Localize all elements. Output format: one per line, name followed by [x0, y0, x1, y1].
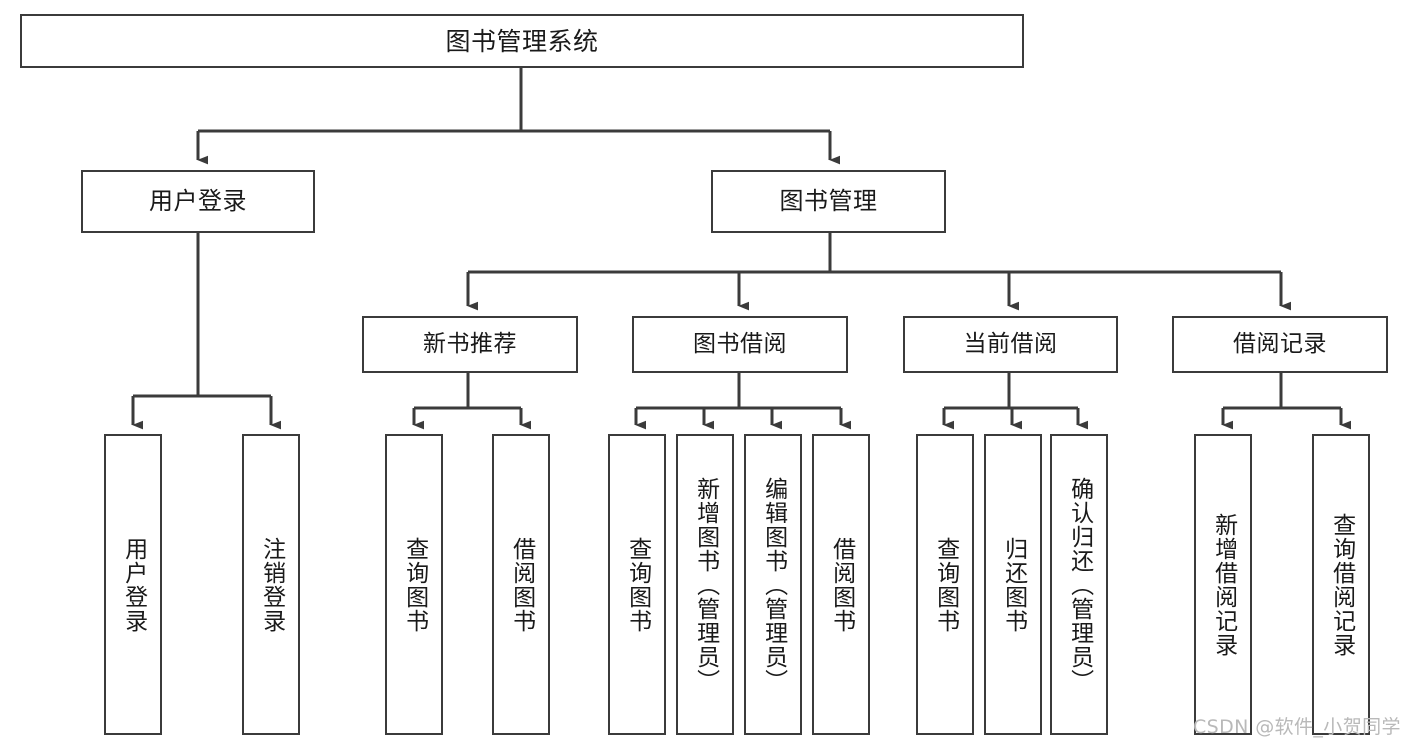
leaf-label-edit-book-admin: 编辑图书（管理员）: [760, 476, 787, 693]
leaf-label-return-book: 归还图书: [1000, 536, 1027, 633]
node-label-new-book-recommend: 新书推荐: [423, 331, 517, 358]
node-label-user-login: 用户登录: [149, 186, 247, 215]
node-label-root: 图书管理系统: [445, 26, 599, 56]
node-book-manage[interactable]: 图书管理: [711, 170, 946, 233]
leaf-label-borrow-book-rec: 借阅图书: [508, 536, 535, 633]
leaf-query-book-rec[interactable]: 查询图书: [385, 434, 443, 735]
node-label-current-borrow: 当前借阅: [963, 331, 1058, 358]
node-user-login[interactable]: 用户登录: [81, 170, 315, 233]
leaf-return-book[interactable]: 归还图书: [984, 434, 1042, 735]
leaf-label-confirm-return-admin: 确认归还（管理员）: [1066, 476, 1093, 693]
node-book-borrow[interactable]: 图书借阅: [632, 316, 848, 373]
leaf-user-login[interactable]: 用户登录: [104, 434, 162, 735]
node-new-book-recommend[interactable]: 新书推荐: [362, 316, 578, 373]
leaf-add-book-admin[interactable]: 新增图书（管理员）: [676, 434, 734, 735]
leaf-label-user-login: 用户登录: [120, 536, 147, 633]
node-label-book-manage: 图书管理: [779, 186, 878, 215]
node-root-system[interactable]: 图书管理系统: [20, 14, 1024, 68]
leaf-query-book-borrow[interactable]: 查询图书: [608, 434, 666, 735]
leaf-label-borrow-book: 借阅图书: [828, 536, 855, 633]
leaf-add-borrow-record[interactable]: 新增借阅记录: [1194, 434, 1252, 735]
leaf-borrow-book[interactable]: 借阅图书: [812, 434, 870, 735]
leaf-label-query-book-current: 查询图书: [932, 536, 959, 633]
leaf-label-add-borrow-record: 新增借阅记录: [1210, 512, 1237, 657]
leaf-confirm-return-admin[interactable]: 确认归还（管理员）: [1050, 434, 1108, 735]
leaf-query-book-current[interactable]: 查询图书: [916, 434, 974, 735]
node-borrow-record[interactable]: 借阅记录: [1172, 316, 1388, 373]
leaf-query-borrow-record[interactable]: 查询借阅记录: [1312, 434, 1370, 735]
leaf-label-query-borrow-record: 查询借阅记录: [1328, 512, 1355, 657]
leaf-label-logout: 注销登录: [258, 536, 285, 633]
leaf-edit-book-admin[interactable]: 编辑图书（管理员）: [744, 434, 802, 735]
leaf-logout[interactable]: 注销登录: [242, 434, 300, 735]
leaf-label-query-book-rec: 查询图书: [401, 536, 428, 633]
node-label-borrow-record: 借阅记录: [1233, 331, 1327, 358]
leaf-label-add-book-admin: 新增图书（管理员）: [692, 476, 719, 693]
node-label-book-borrow: 图书借阅: [693, 331, 787, 358]
node-current-borrow[interactable]: 当前借阅: [903, 316, 1118, 373]
leaf-label-query-book-borrow: 查询图书: [624, 536, 651, 633]
leaf-borrow-book-rec[interactable]: 借阅图书: [492, 434, 550, 735]
